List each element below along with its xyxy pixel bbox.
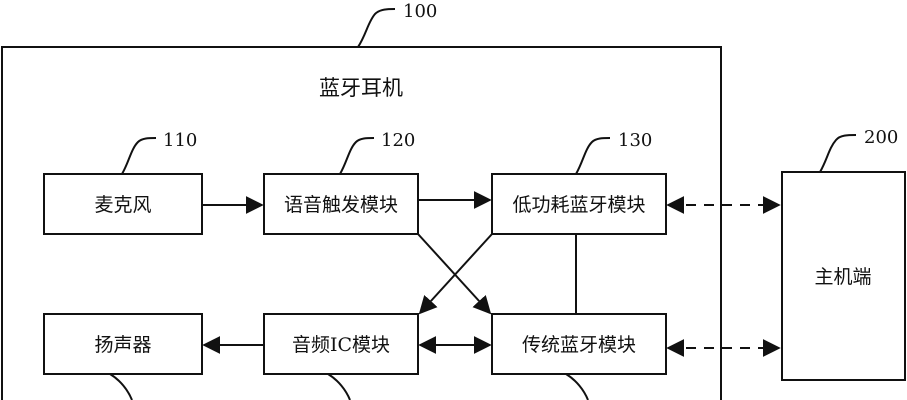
ble-module-box xyxy=(491,173,667,235)
host-ref-number: 200 xyxy=(864,127,898,148)
microphone-ref-number: 110 xyxy=(163,130,197,151)
voice-trigger-label: 语音触发模块 xyxy=(284,194,398,216)
speaker-ref-callout xyxy=(109,373,133,400)
voice-trigger-ref-number: 120 xyxy=(381,130,415,151)
ble-ref-number: 130 xyxy=(618,130,652,151)
headset-ref-callout xyxy=(357,8,396,48)
audio-ic-box xyxy=(263,313,419,375)
headset-title: 蓝牙耳机 xyxy=(319,76,403,100)
classic-bt-box xyxy=(491,313,667,375)
audio-ic-ref-callout xyxy=(327,373,351,400)
headset-ref-number: 100 xyxy=(403,1,437,22)
voice-trigger-box xyxy=(263,173,419,235)
ble-ref-callout xyxy=(575,137,611,175)
ble-to-audio-ic-arrow xyxy=(418,233,493,315)
microphone-ref-callout xyxy=(121,137,157,175)
classic-bt-ref-callout xyxy=(565,373,589,400)
audio-ic-label: 音频IC模块 xyxy=(292,334,390,356)
host-box xyxy=(781,171,906,381)
voice-to-classic-arrow xyxy=(417,233,492,315)
speaker-box xyxy=(43,313,203,375)
microphone-label: 麦克风 xyxy=(94,194,151,216)
host-label: 主机端 xyxy=(814,266,871,288)
microphone-box xyxy=(43,173,203,235)
ble-module-label: 低功耗蓝牙模块 xyxy=(512,194,645,216)
host-ref-callout xyxy=(819,134,857,173)
speaker-label: 扬声器 xyxy=(94,334,151,356)
voice-trigger-ref-callout xyxy=(339,137,375,175)
classic-bt-label: 传统蓝牙模块 xyxy=(522,334,636,356)
